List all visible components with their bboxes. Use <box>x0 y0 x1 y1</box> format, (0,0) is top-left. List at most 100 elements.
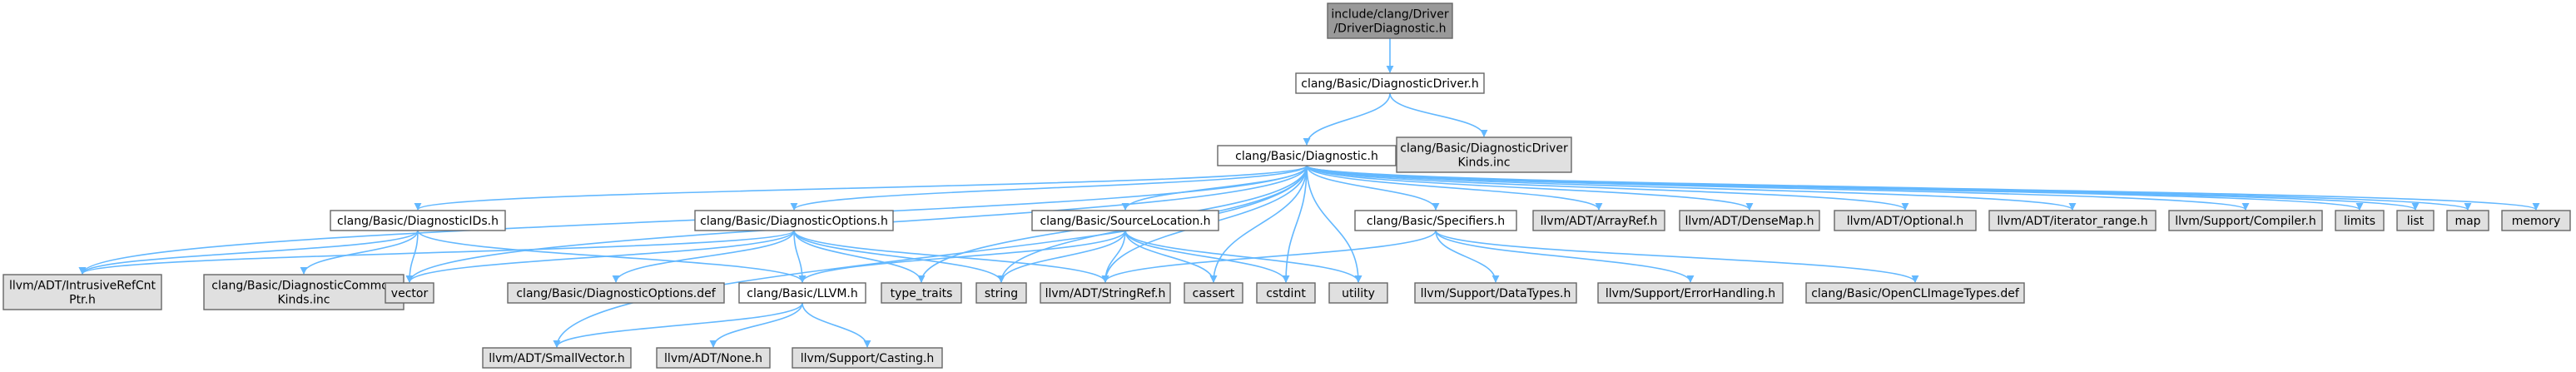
node-label: clang/Basic/SourceLocation.h <box>1040 215 1210 228</box>
edge-diagnostic-to-cassert <box>1209 165 1308 283</box>
edge-diagnostic-to-memory <box>1306 165 2540 211</box>
node-label: type_traits <box>891 287 953 300</box>
node-label: utility <box>1342 287 1375 300</box>
edge-diagoptions-to-string <box>793 230 1005 283</box>
node-casting[interactable]: llvm/Support/Casting.h <box>792 347 943 369</box>
edge-diagnostic-to-smallvector <box>553 165 1308 348</box>
edge-specifiers-to-datatypes <box>1435 230 1500 283</box>
node-errorhandling[interactable]: llvm/Support/ErrorHandling.h <box>1597 282 1784 304</box>
node-box <box>1295 72 1485 94</box>
edge-diagnostic-to-iterrange <box>1306 165 2077 211</box>
edge-llvmh-to-casting <box>802 302 871 348</box>
edge-diagids-to-intrusive <box>78 230 419 275</box>
node-diagoptions[interactable]: clang/Basic/DiagnosticOptions.h <box>694 210 894 231</box>
node-label: llvm/ADT/None.h <box>664 352 762 365</box>
edge-srcloc-to-utility <box>1124 230 1362 283</box>
node-box <box>385 282 434 304</box>
node-label: llvm/Support/ErrorHandling.h <box>1606 287 1775 300</box>
node-label: clang/Basic/Diagnostic.h <box>1235 150 1378 163</box>
node-label: cstdint <box>1266 287 1306 300</box>
node-label: llvm/ADT/StringRef.h <box>1045 287 1166 300</box>
edge-srcloc-to-cstdint <box>1124 230 1290 283</box>
node-box <box>738 282 866 304</box>
edge-specifiers-to-stringref <box>1101 230 1437 283</box>
node-box <box>2168 210 2323 231</box>
edge-srcloc-to-llvmh <box>798 230 1126 283</box>
node-box <box>881 282 962 304</box>
node-arrayref[interactable]: llvm/ADT/ArrayRef.h <box>1532 210 1665 231</box>
node-box <box>2335 210 2385 231</box>
edge-diagoptions-to-typetraits <box>793 230 926 283</box>
node-none[interactable]: llvm/ADT/None.h <box>656 347 771 369</box>
node-box <box>1396 136 1572 173</box>
edge-diagnostic-to-optional <box>1306 165 1909 211</box>
node-cassert[interactable]: cassert <box>1184 282 1243 304</box>
node-list[interactable]: list <box>2396 210 2435 231</box>
node-box <box>1217 145 1397 166</box>
node-label: string <box>985 287 1018 300</box>
node-label: clang/Basic/DiagnosticCommon <box>211 280 395 293</box>
node-utility[interactable]: utility <box>1328 282 1388 304</box>
node-vector[interactable]: vector <box>385 282 434 304</box>
node-label: clang/Basic/OpenCLImageTypes.def <box>1811 287 2020 300</box>
node-diagdriver[interactable]: clang/Basic/DiagnosticDriver.h <box>1295 72 1485 94</box>
node-label: llvm/ADT/Optional.h <box>1847 215 1964 228</box>
node-srcloc[interactable]: clang/Basic/SourceLocation.h <box>1031 210 1219 231</box>
edge-diagdriver-to-diagdriverkinds <box>1389 92 1488 137</box>
node-label: clang/Basic/LLVM.h <box>747 287 857 300</box>
node-specifiers[interactable]: clang/Basic/Specifiers.h <box>1354 210 1517 231</box>
edge-diagids-to-commonkinds <box>300 230 419 275</box>
node-datatypes[interactable]: llvm/Support/DataTypes.h <box>1414 282 1577 304</box>
node-optionsdef[interactable]: clang/Basic/DiagnosticOptions.def <box>507 282 725 304</box>
node-box <box>1805 282 2025 304</box>
node-smallvector[interactable]: llvm/ADT/SmallVector.h <box>482 347 632 369</box>
node-label: Kinds.inc <box>1457 156 1510 170</box>
node-optional[interactable]: llvm/ADT/Optional.h <box>1834 210 1977 231</box>
node-label: map <box>2454 215 2480 228</box>
node-root[interactable]: include/clang/Driver/DriverDiagnostic.h <box>1327 2 1453 39</box>
node-memory[interactable]: memory <box>2501 210 2571 231</box>
edge-srcloc-to-cassert <box>1124 230 1218 283</box>
node-llvmh[interactable]: clang/Basic/LLVM.h <box>738 282 866 304</box>
node-stringref[interactable]: llvm/ADT/StringRef.h <box>1040 282 1171 304</box>
node-label: llvm/ADT/IntrusiveRefCnt <box>9 280 156 293</box>
node-box <box>1988 210 2157 231</box>
node-label: cassert <box>1193 287 1235 300</box>
node-box <box>2501 210 2571 231</box>
node-box <box>792 347 943 369</box>
node-box <box>330 210 506 231</box>
node-box <box>507 282 725 304</box>
node-box <box>1040 282 1171 304</box>
node-label: clang/Basic/DiagnosticOptions.h <box>700 215 888 228</box>
node-map[interactable]: map <box>2446 210 2489 231</box>
node-iterrange[interactable]: llvm/ADT/iterator_range.h <box>1988 210 2157 231</box>
node-label: llvm/ADT/DenseMap.h <box>1685 215 1814 228</box>
node-box <box>1184 282 1243 304</box>
node-diagids[interactable]: clang/Basic/DiagnosticIDs.h <box>330 210 506 231</box>
node-string[interactable]: string <box>975 282 1027 304</box>
node-compiler[interactable]: llvm/Support/Compiler.h <box>2168 210 2323 231</box>
node-opencl[interactable]: clang/Basic/OpenCLImageTypes.def <box>1805 282 2025 304</box>
node-label: clang/Basic/DiagnosticDriver <box>1400 142 1568 156</box>
node-diagnostic[interactable]: clang/Basic/Diagnostic.h <box>1217 145 1397 166</box>
node-label: clang/Basic/DiagnosticOptions.def <box>516 287 716 300</box>
node-cstdint[interactable]: cstdint <box>1256 282 1316 304</box>
edge-srcloc-to-string <box>997 230 1126 283</box>
node-label: Kinds.inc <box>277 294 330 307</box>
node-label: memory <box>2512 215 2561 228</box>
node-box <box>2446 210 2489 231</box>
node-limits[interactable]: limits <box>2335 210 2385 231</box>
node-label: /DriverDiagnostic.h <box>1333 22 1446 36</box>
node-densemap[interactable]: llvm/ADT/DenseMap.h <box>1679 210 1820 231</box>
node-label: llvm/Support/DataTypes.h <box>1421 287 1571 300</box>
node-typetraits[interactable]: type_traits <box>881 282 962 304</box>
edge-srcloc-to-stringref <box>1101 230 1126 283</box>
node-box <box>1031 210 1219 231</box>
node-box <box>975 282 1027 304</box>
node-box <box>1679 210 1820 231</box>
